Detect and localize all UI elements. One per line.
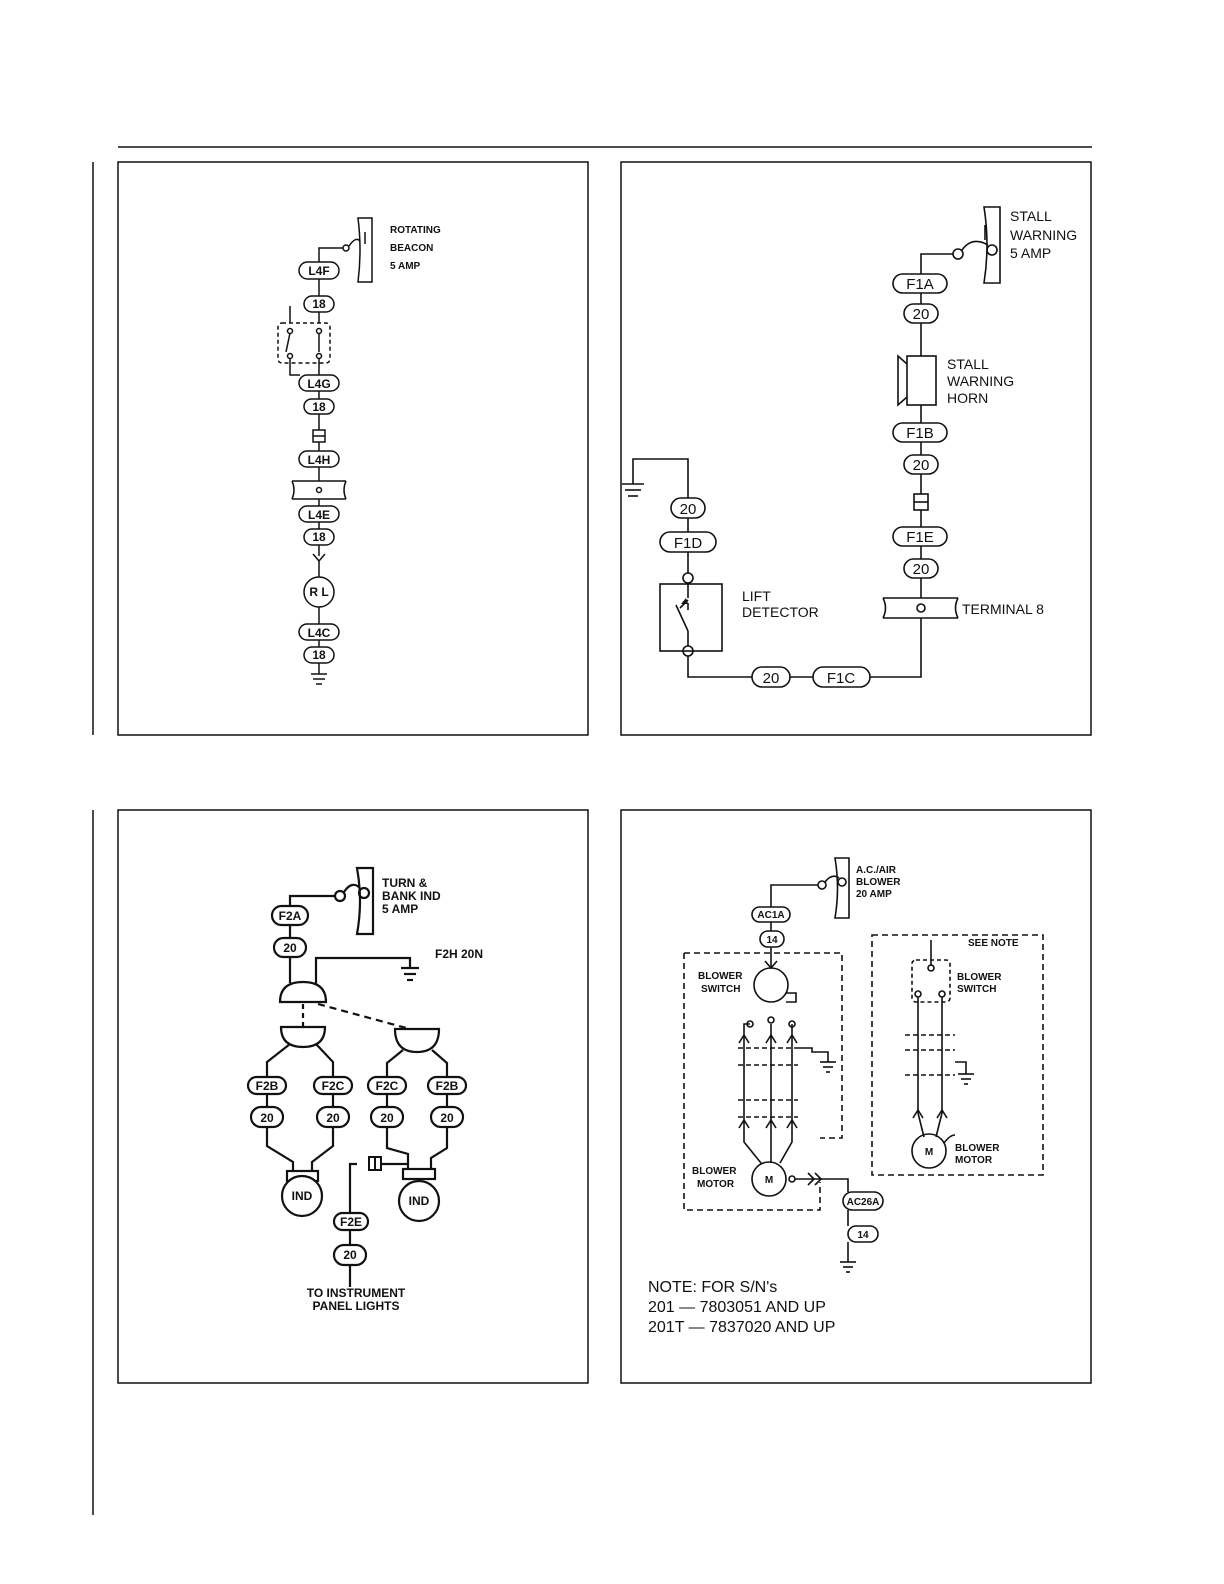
stall-breaker-label-1: STALL bbox=[1010, 208, 1052, 224]
panel-lights-label-2: PANEL LIGHTS bbox=[313, 1299, 400, 1313]
panel-turn-bank bbox=[117, 809, 589, 1384]
stall-warning-circuit bbox=[622, 206, 1001, 678]
alt-switch-label-2: SWITCH bbox=[957, 984, 996, 995]
wire-gauge: 20 bbox=[343, 1248, 357, 1262]
stall-breaker-label-3: 5 AMP bbox=[1010, 245, 1051, 261]
note-line-3: 201T — 7837020 AND UP bbox=[648, 1319, 835, 1336]
note-line-1: NOTE: FOR S/N's bbox=[648, 1279, 777, 1296]
ground-wire-label: F2H 20N bbox=[435, 947, 483, 961]
wire-f2e: F2E bbox=[340, 1215, 362, 1229]
wire-f1b: F1B bbox=[906, 425, 934, 442]
beacon-breaker-label-1: ROTATING bbox=[390, 225, 441, 236]
wire-f2c: F2C bbox=[376, 1079, 399, 1093]
turn-indicator-left bbox=[280, 1174, 324, 1218]
beacon-breaker-label-3: 5 AMP bbox=[390, 261, 421, 272]
wire-ac26a: AC26A bbox=[847, 1197, 880, 1208]
wire-l4f: L4F bbox=[308, 264, 329, 278]
wire-gauge: 14 bbox=[857, 1230, 869, 1241]
detector-label-1: LIFT bbox=[742, 588, 771, 604]
terminal-label: TERMINAL 8 bbox=[962, 601, 1044, 617]
blower-breaker-label-2: BLOWER bbox=[856, 877, 901, 888]
panel-stall-warning bbox=[620, 161, 1092, 736]
wire-f2b: F2B bbox=[436, 1079, 459, 1093]
wire-gauge: 14 bbox=[766, 935, 778, 946]
detector-label-2: DETECTOR bbox=[742, 604, 819, 620]
wire-f1d: F1D bbox=[674, 535, 703, 552]
horn-label-1: STALL bbox=[947, 356, 989, 372]
wire-l4h: L4H bbox=[308, 453, 331, 467]
wire-f2c: F2C bbox=[322, 1079, 345, 1093]
turnbank-breaker-label-2: BANK IND bbox=[382, 889, 441, 903]
blower-motor-label-1: BLOWER bbox=[692, 1166, 737, 1177]
wire-gauge: 18 bbox=[312, 400, 326, 414]
wire-gauge: 20 bbox=[260, 1111, 274, 1125]
panel-blower bbox=[620, 809, 1092, 1384]
blower-circuit bbox=[683, 857, 1044, 1273]
alt-switch-label-1: BLOWER bbox=[957, 972, 1002, 983]
wire-gauge: 18 bbox=[312, 530, 326, 544]
turn-indicator-right bbox=[397, 1179, 441, 1223]
blower-breaker-label-1: A.C./AIR bbox=[856, 865, 897, 876]
wire-gauge: 20 bbox=[913, 306, 930, 323]
alt-motor-label-1: BLOWER bbox=[955, 1143, 1000, 1154]
wire-f1a: F1A bbox=[906, 276, 934, 293]
turn-bank-circuit bbox=[265, 866, 449, 1287]
horn-label-3: HORN bbox=[947, 390, 988, 406]
indicator-label: IND bbox=[292, 1189, 313, 1203]
panel-lights-label-1: TO INSTRUMENT bbox=[307, 1286, 406, 1300]
wire-gauge: 20 bbox=[913, 457, 930, 474]
turnbank-breaker-label-3: 5 AMP bbox=[382, 902, 418, 916]
beacon-breaker-label-2: BEACON bbox=[390, 243, 433, 254]
blower-switch-label-2: SWITCH bbox=[701, 984, 740, 995]
indicator-label: IND bbox=[409, 1194, 430, 1208]
wire-gauge: 18 bbox=[312, 297, 326, 311]
wire-f2b: F2B bbox=[256, 1079, 279, 1093]
wire-l4e: L4E bbox=[308, 508, 330, 522]
wire-l4g: L4G bbox=[307, 377, 330, 391]
wire-f1e: F1E bbox=[906, 529, 934, 546]
wire-gauge: 18 bbox=[312, 648, 326, 662]
wire-gauge: 20 bbox=[680, 501, 697, 518]
alt-motor-label-2: MOTOR bbox=[955, 1155, 993, 1166]
wire-gauge: 20 bbox=[913, 561, 930, 578]
note-line-2: 201 — 7803051 AND UP bbox=[648, 1299, 826, 1316]
motor-symbol: M bbox=[765, 1175, 773, 1186]
blower-motor-label-2: MOTOR bbox=[697, 1179, 735, 1190]
lamp-label: R L bbox=[309, 585, 328, 599]
see-note-label: SEE NOTE bbox=[968, 938, 1019, 949]
blower-motor bbox=[751, 1161, 787, 1197]
wire-gauge: 20 bbox=[283, 941, 297, 955]
switch-contact bbox=[279, 1025, 327, 1049]
wire-gauge: 20 bbox=[326, 1111, 340, 1125]
blower-breaker-label-3: 20 AMP bbox=[856, 889, 892, 900]
wire-gauge: 20 bbox=[763, 670, 780, 687]
wire-gauge: 20 bbox=[440, 1111, 454, 1125]
switch-contact bbox=[278, 980, 328, 1004]
turnbank-breaker-label-1: TURN & bbox=[382, 876, 428, 890]
panel-rotating-beacon bbox=[117, 161, 589, 736]
beacon-circuit bbox=[277, 217, 373, 685]
stall-breaker-label-2: WARNING bbox=[1010, 227, 1077, 243]
wire-gauge: 20 bbox=[380, 1111, 394, 1125]
horn-label-2: WARNING bbox=[947, 373, 1014, 389]
blower-switch-label-1: BLOWER bbox=[698, 971, 743, 982]
detector-vane bbox=[681, 598, 688, 604]
alt-motor-symbol: M bbox=[925, 1147, 933, 1158]
wire-l4c: L4C bbox=[308, 626, 331, 640]
wire-f1c: F1C bbox=[827, 670, 856, 687]
wire-ac1a: AC1A bbox=[757, 910, 784, 921]
switch-contact bbox=[393, 1027, 441, 1054]
wire-f2a: F2A bbox=[279, 909, 302, 923]
alt-blower-motor bbox=[911, 1133, 947, 1169]
